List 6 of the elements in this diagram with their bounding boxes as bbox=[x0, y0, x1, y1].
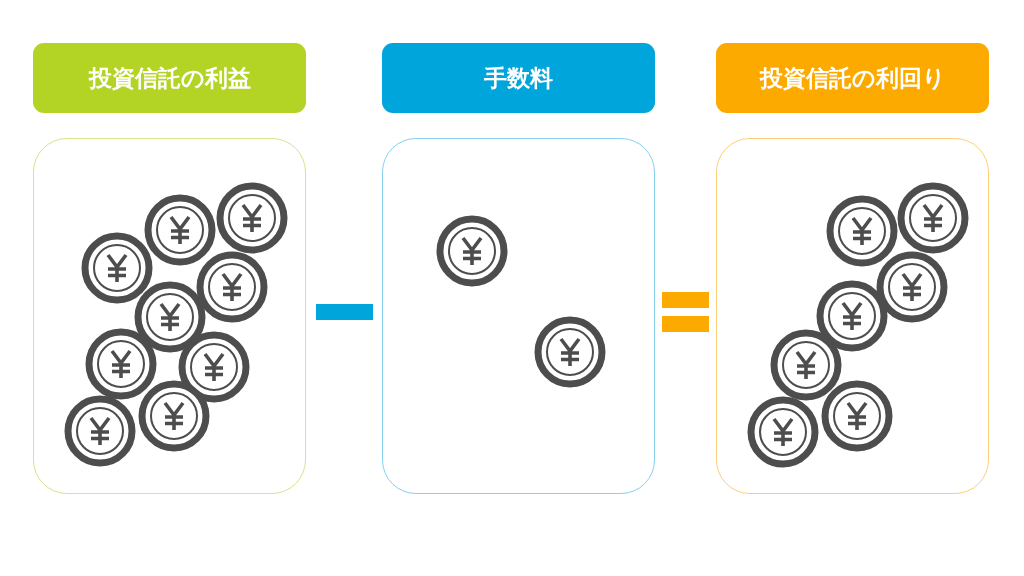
coin-panel bbox=[382, 138, 655, 494]
coin-panel bbox=[33, 138, 306, 494]
heading-banner: 投資信託の利益 bbox=[33, 43, 306, 113]
heading-banner: 手数料 bbox=[382, 43, 655, 113]
heading-banner: 投資信託の利回り bbox=[716, 43, 989, 113]
coin-panel bbox=[716, 138, 989, 494]
